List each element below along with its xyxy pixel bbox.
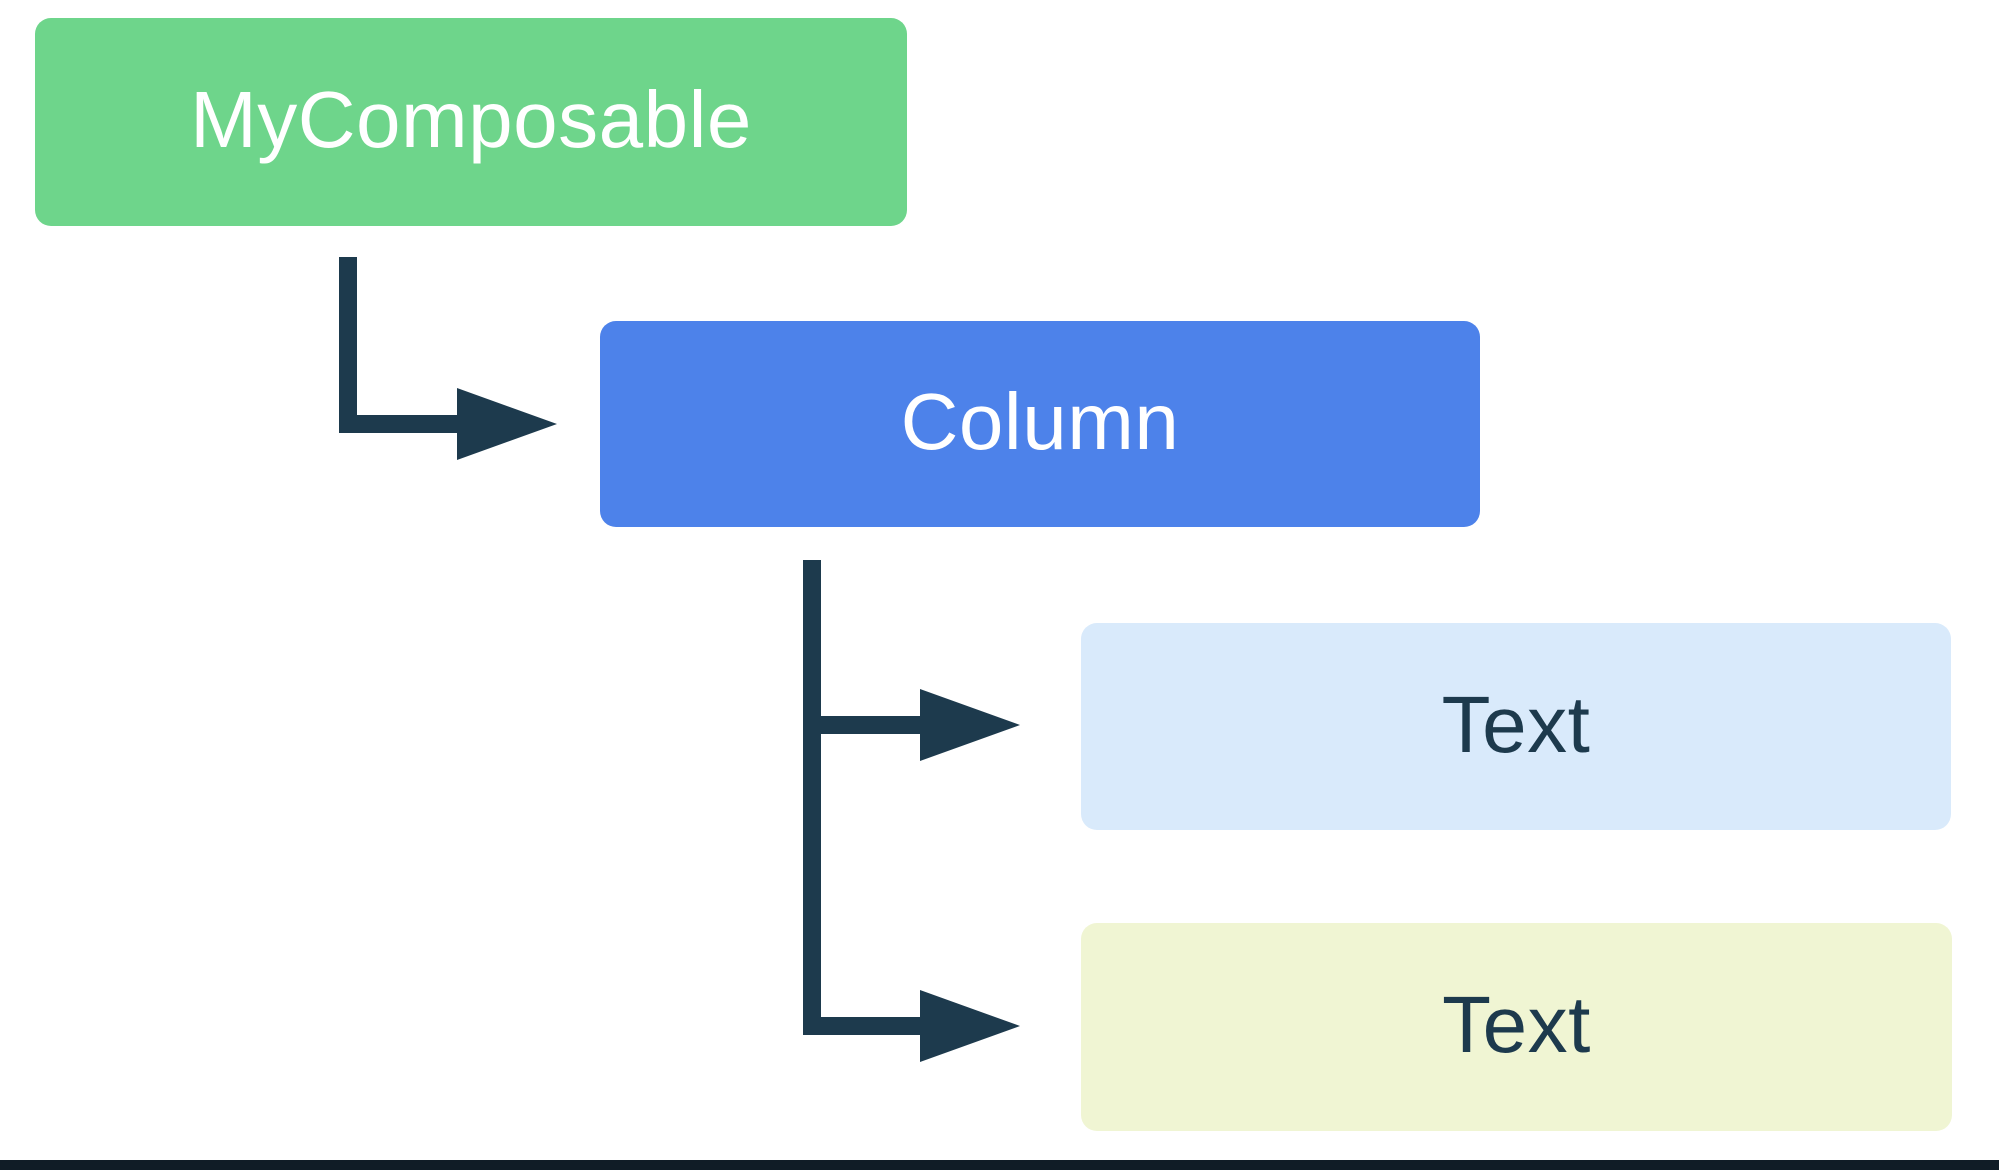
edge-column-text-2 — [803, 560, 928, 1035]
arrowhead-text-2-icon — [920, 990, 1020, 1062]
arrowhead-column-icon — [457, 388, 557, 460]
node-mycomposable: MyComposable — [35, 18, 907, 226]
node-mycomposable-label: MyComposable — [190, 75, 752, 164]
arrowhead-text-1-icon — [920, 689, 1020, 761]
node-column: Column — [600, 321, 1480, 527]
node-column-label: Column — [900, 377, 1180, 466]
node-text-2-label: Text — [1442, 980, 1591, 1069]
node-text-1-label: Text — [1441, 679, 1591, 769]
edge-mycomposable-column — [339, 257, 470, 433]
node-text-1: Text — [1081, 623, 1951, 830]
bottom-border — [0, 1160, 1999, 1170]
node-text-2: Text — [1081, 923, 1952, 1131]
